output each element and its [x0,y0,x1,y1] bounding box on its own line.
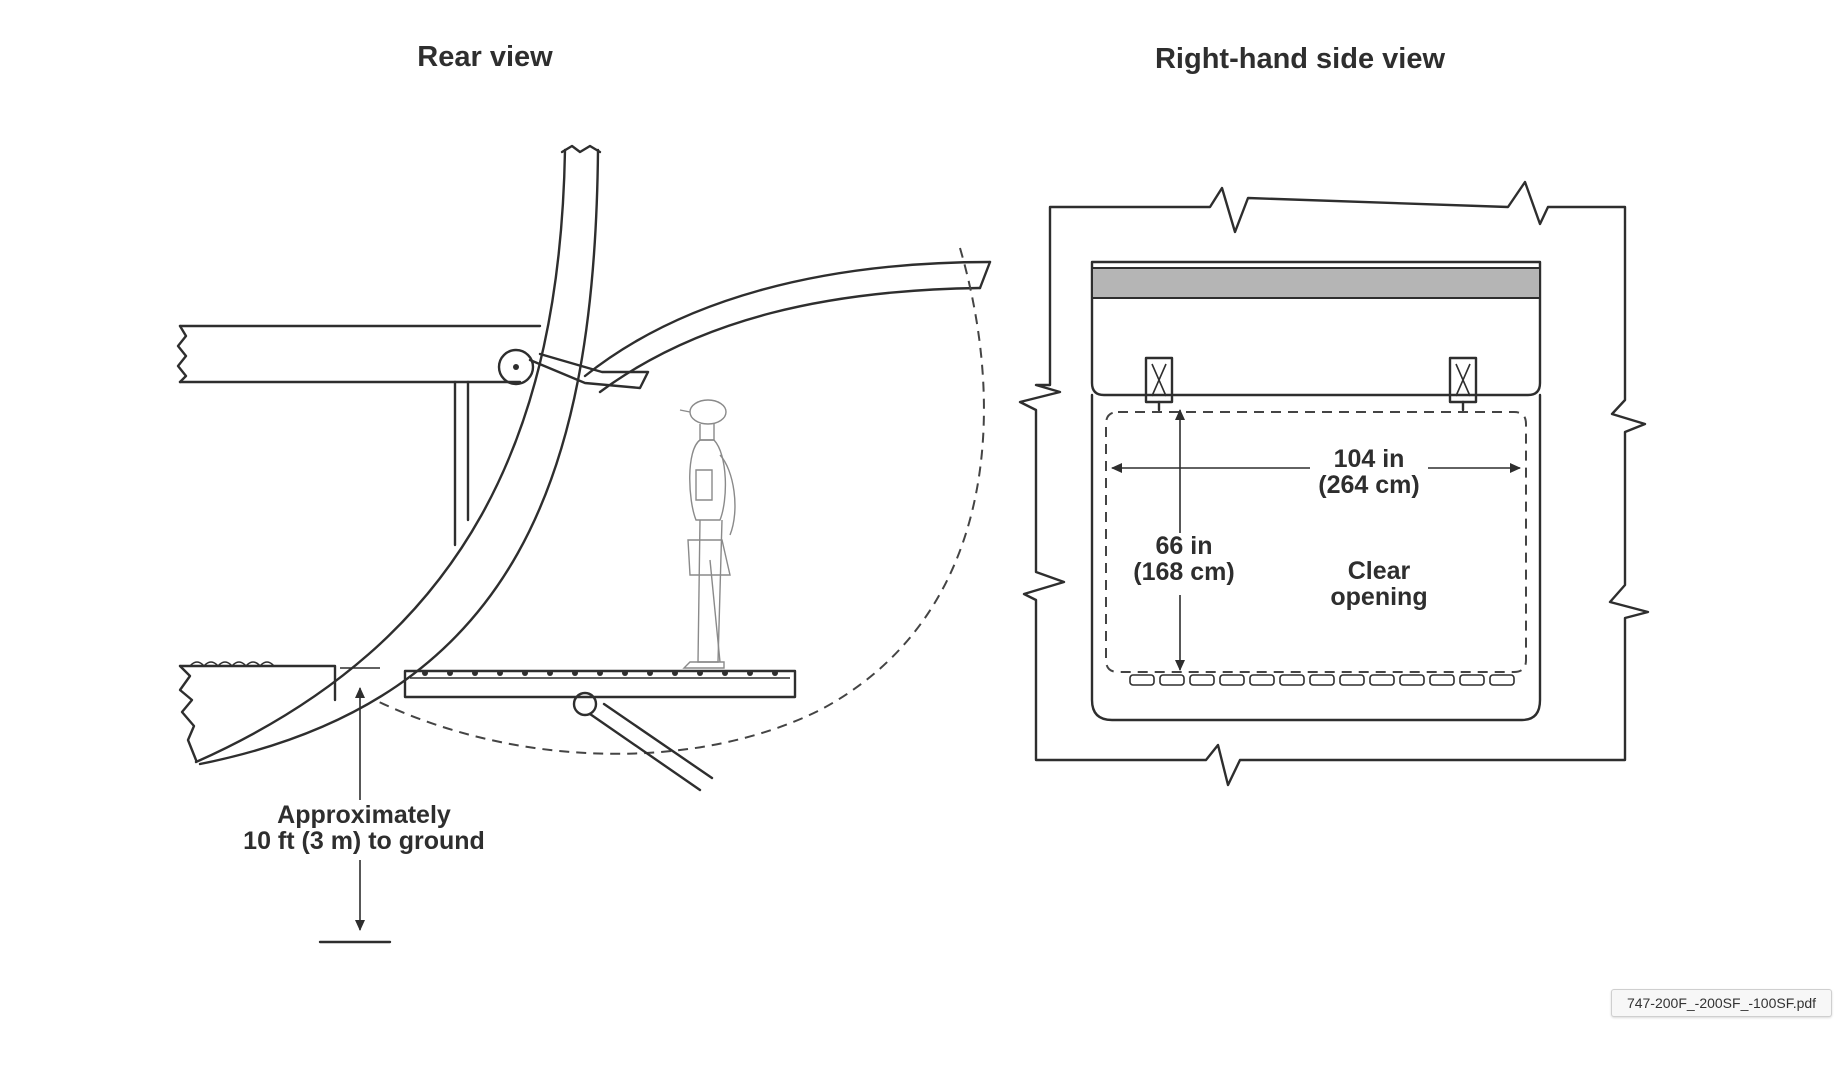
fuselage-skin-outline [1018,180,1650,787]
door-frame-outline [1090,393,1542,722]
fuselage-frame-inner [198,148,600,766]
lower-sill [178,664,337,702]
door-panel-outline [1090,260,1542,397]
ground-clearance-note: Approximately 10 ft (3 m) to ground [235,802,493,855]
person-figure [679,399,736,669]
door-tip [978,260,992,290]
sill-rollers [189,661,275,668]
door-swing-arc [374,247,985,755]
width-dimension-label: 104 in (264 cm) [1310,446,1428,499]
clear-line1: Clear [1347,557,1411,585]
ground-note-line2: 10 ft (3 m) to ground [243,827,485,856]
rear-view-title: Rear view [417,41,553,73]
upper-beam-break [176,324,188,384]
lower-sill-break [178,664,198,762]
side-view-title: Right-hand side view [1154,43,1446,75]
door-hinge [497,348,535,386]
open-cargo-door-outer [583,260,992,378]
file-name-tag: 747-200F_-200SF_-100SF.pdf [1611,989,1832,1017]
door-hinge-strip [1091,267,1541,299]
fuselage-frame-outer [194,148,567,764]
latch-fitting-right [1448,356,1478,412]
ground-note-line1: Approximately [277,801,451,829]
open-cargo-door-inner [598,286,982,394]
floor-rollers [422,670,778,676]
hinge-arm [528,352,650,390]
height-cm: (168 cm) [1133,558,1235,587]
clear-opening-outline [1105,411,1527,673]
width-in: 104 in [1333,445,1405,473]
rear-view-drawing [176,144,992,944]
upper-deck-beam [178,324,542,384]
beam-support [453,380,470,547]
frame-break-top [560,144,602,154]
door-sill-rollers [1129,674,1515,686]
clear-line2: opening [1330,583,1428,612]
latch-fitting-left [1144,356,1174,412]
side-view-drawing [1018,180,1650,787]
floor-strut [588,702,714,792]
width-cm: (264 cm) [1318,471,1420,500]
height-dimension-label: 66 in (168 cm) [1125,533,1243,586]
strut-pivot [572,691,598,717]
height-in: 66 in [1155,532,1213,560]
clear-opening-label: Clear opening [1315,558,1443,611]
